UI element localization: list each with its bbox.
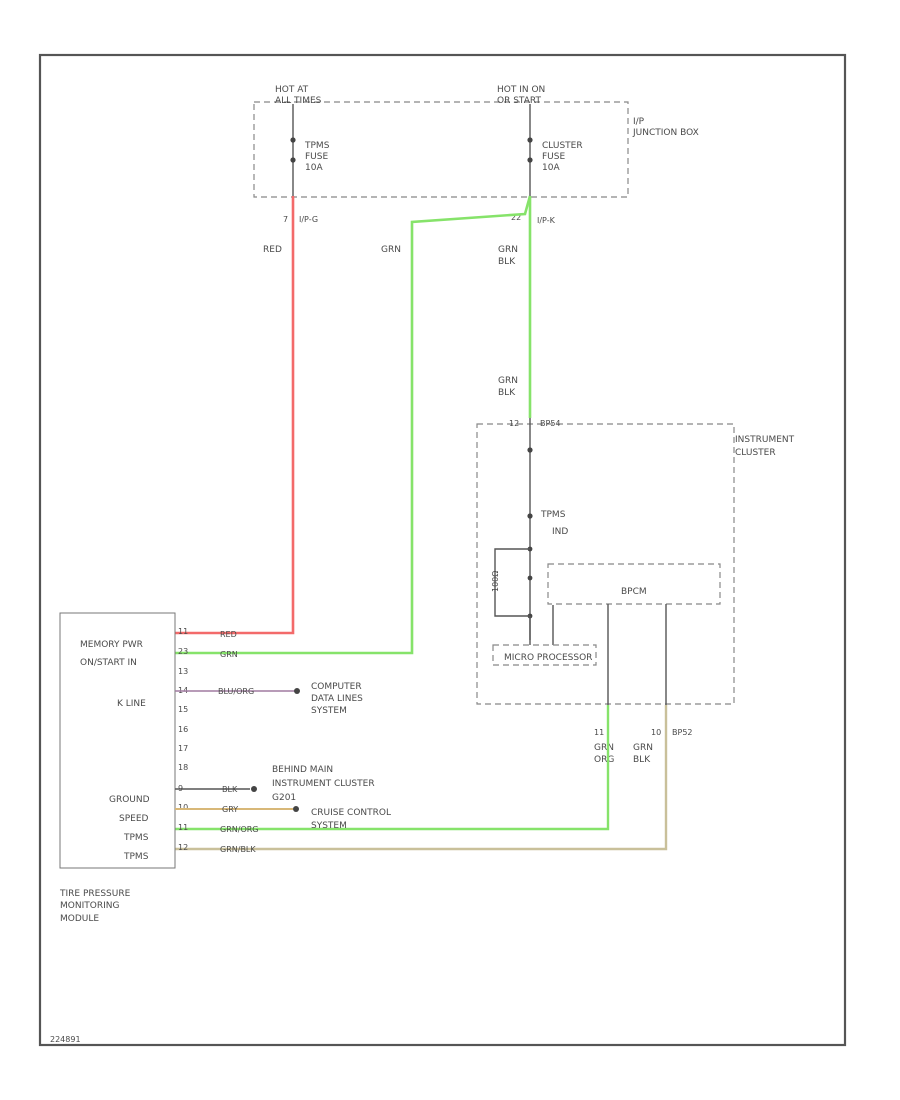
wire-grn-blk-1-label-1: GRN xyxy=(498,245,518,255)
bpcm-label: BPCM xyxy=(621,587,647,597)
module-pin-10: 11 xyxy=(178,823,188,832)
conn-bp54-label: BP54 xyxy=(540,419,561,428)
wire-grn-org-label-2: ORG xyxy=(594,755,614,765)
module-wire-label-5: GRN/ORG xyxy=(220,825,259,834)
conn-ip-k-label: I/P-K xyxy=(537,216,556,225)
cluster-dot-3 xyxy=(527,575,533,581)
micro-processor-label: MICRO PROCESSOR xyxy=(504,653,592,663)
module-wire-label-1: GRN xyxy=(220,650,238,659)
tpms-green-orange-wire xyxy=(175,705,610,831)
module-memory-pwr-label: MEMORY PWR xyxy=(80,640,143,650)
wire-grn-org-label-1: GRN xyxy=(594,743,614,753)
tpms-ind-label-1: TPMS xyxy=(540,510,566,520)
green-wire-module xyxy=(175,195,532,655)
kline-end-dot xyxy=(294,688,300,694)
ip-junction-box xyxy=(253,101,629,198)
module-kline-label: K LINE xyxy=(117,699,146,709)
module-name-3: MODULE xyxy=(60,914,99,924)
module-tpms-label-2: TPMS xyxy=(123,852,149,862)
tpms-module-box xyxy=(59,612,176,869)
pin-12-cluster-label: 12 xyxy=(509,419,519,428)
module-pin-4: 15 xyxy=(178,705,188,714)
footer-code: 224891 xyxy=(50,1035,81,1044)
module-pin-1: 23 xyxy=(178,647,188,656)
computer-data-lines-3: SYSTEM xyxy=(311,706,347,716)
module-name-2: MONITORING xyxy=(60,901,119,911)
cruise-control-2: SYSTEM xyxy=(311,821,347,831)
computer-data-lines-1: COMPUTER xyxy=(311,682,362,692)
module-wire-label-2: BLU/ORG xyxy=(218,687,254,696)
ground-dot xyxy=(251,786,257,792)
module-pin-9: 10 xyxy=(178,803,188,812)
module-pin-0: 11 xyxy=(178,627,188,636)
hot-in-on-label-2: OR START xyxy=(497,96,541,106)
module-pin-5: 16 xyxy=(178,725,188,734)
tpms-green-black-wire xyxy=(175,705,668,851)
tpms-fuse-dot-bottom xyxy=(290,157,296,163)
cluster-fuse-label-3: 10A xyxy=(542,163,560,173)
micro-processor-box xyxy=(492,644,597,666)
module-wire-label-6: GRN/BLK xyxy=(220,845,256,854)
wire-grn-blk-2-label-2: BLK xyxy=(498,388,516,398)
ground-text-1: BEHIND MAIN xyxy=(272,765,333,775)
tpms-fuse-dot-top xyxy=(290,137,296,143)
module-wire-label-0: RED xyxy=(220,630,237,639)
module-name-1: TIRE PRESSURE xyxy=(59,889,131,899)
cruise-control-1: CRUISE CONTROL xyxy=(311,808,391,818)
wire-red-label: RED xyxy=(263,245,282,255)
instrument-cluster-label-2: CLUSTER xyxy=(735,448,776,458)
hot-at-all-times-label-1: HOT AT xyxy=(275,85,309,95)
conn-ip-g-label: I/P-G xyxy=(299,215,318,224)
module-wire-label-4: GRY xyxy=(222,805,238,814)
ground-text-2: INSTRUMENT CLUSTER xyxy=(272,779,375,789)
module-ground-label: GROUND xyxy=(109,795,150,805)
instrument-cluster-box xyxy=(476,423,735,705)
ip-junction-label-1: I/P xyxy=(633,117,645,127)
pin-22-label: 22 xyxy=(511,213,521,222)
module-wire-labels: RED GRN BLU/ORG BLK GRY GRN/ORG GRN/BLK xyxy=(218,630,259,854)
cluster-fuse-dot-top xyxy=(527,137,533,143)
speed-end-dot xyxy=(293,806,299,812)
module-pin-11: 12 xyxy=(178,843,188,852)
pin-7-label: 7 xyxy=(283,215,288,224)
wire-grn-blk-3-label-2: BLK xyxy=(633,755,651,765)
cluster-fuse-label-1: CLUSTER xyxy=(542,141,583,151)
hot-in-on-label-1: HOT IN ON xyxy=(497,85,545,95)
cluster-fuse-dot-bottom xyxy=(527,157,533,163)
ip-junction-label-2: JUNCTION BOX xyxy=(632,128,699,138)
instrument-cluster-label-1: INSTRUMENT xyxy=(735,435,795,445)
module-pin-2: 13 xyxy=(178,667,188,676)
module-speed-label: SPEED xyxy=(119,814,149,824)
tpms-fuse-label-2: FUSE xyxy=(305,152,328,162)
resistor-loop xyxy=(494,548,530,617)
wire-grn-blk-2-label-1: GRN xyxy=(498,376,518,386)
cluster-dot-1 xyxy=(527,447,533,453)
pin-11-label: 11 xyxy=(594,728,604,737)
bpcm-box xyxy=(547,563,721,605)
tpms-fuse-label-3: 10A xyxy=(305,163,323,173)
tpms-fuse-label-1: TPMS xyxy=(304,141,330,151)
ground-g201-label: G201 xyxy=(272,793,296,803)
hot-at-all-times-label-2: ALL TIMES xyxy=(275,96,322,106)
wire-grn-blk-3-label-1: GRN xyxy=(633,743,653,753)
module-pin-7: 18 xyxy=(178,763,188,772)
tpms-ind-dot xyxy=(527,513,533,519)
computer-data-lines-2: DATA LINES xyxy=(311,694,363,704)
wire-grn-top-label: GRN xyxy=(381,245,401,255)
module-on-start-label: ON/START IN xyxy=(80,658,137,668)
wire-grn-blk-1-label-2: BLK xyxy=(498,257,516,267)
pin-10-label: 10 xyxy=(651,728,661,737)
module-tpms-label-1: TPMS xyxy=(123,833,149,843)
red-wire xyxy=(175,196,295,635)
diagram-frame xyxy=(38,53,847,1047)
cluster-fuse-label-2: FUSE xyxy=(542,152,565,162)
resistor-label: 100Ω xyxy=(491,571,500,592)
conn-bp52-label: BP52 xyxy=(672,728,693,737)
module-wire-label-3: BLK xyxy=(222,785,238,794)
tpms-ind-label-2: IND xyxy=(552,527,568,537)
module-pin-6: 17 xyxy=(178,744,188,753)
